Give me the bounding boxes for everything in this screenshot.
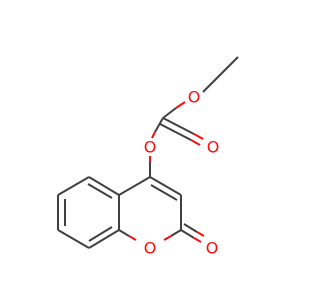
bond-carbonate-double-b — [159, 123, 192, 141]
bond-o-ether-c-carbonate — [175, 101, 186, 109]
molecule-diagram: O O O O O — [57, 56, 239, 258]
bond-c4-c3-inner — [150, 184, 178, 201]
bond-carbonate-double-a-o — [193, 133, 204, 140]
bond-c2-carbonyl-a — [180, 229, 195, 239]
bond-c2-carbonyl-b-o — [196, 231, 205, 237]
bond-benzene-inner-3 — [88, 226, 113, 242]
bond-c2-o-ether — [202, 81, 214, 93]
bond-c2-o1 — [170, 229, 182, 237]
bond-carbonate-double-b-o — [190, 139, 201, 146]
atom-o-lactone-carbonyl: O — [206, 239, 219, 258]
bond-o1-c8a — [118, 229, 130, 237]
atom-o-enol: O — [144, 138, 157, 157]
bond-c4-c3 — [149, 176, 182, 196]
bond-o1-c8a-o — [128, 235, 137, 241]
bond-c8-c8a — [88, 229, 120, 249]
bond-c2-o1-o — [163, 235, 172, 241]
atom-o-ring: O — [144, 239, 157, 258]
bond-c7-c8 — [57, 229, 90, 249]
bond-c2-carbonyl-b — [183, 223, 198, 233]
bond-c5-c6 — [57, 176, 90, 196]
bond-benzene-inner-1 — [87, 183, 113, 199]
bond-c4a-c5 — [88, 176, 120, 196]
bond-carbonate-double-a — [162, 117, 195, 135]
bond-c2-carbonyl-a-o — [193, 237, 202, 243]
bond-c1-c2 — [212, 56, 239, 83]
bond-c-carbonate-o-enol-o — [151, 131, 156, 139]
atom-o-ether-top: O — [188, 88, 201, 107]
atom-o-carbonyl-carbonate: O — [207, 138, 220, 157]
structure-canvas: O O O O O — [57, 56, 239, 258]
bond-o-ether-c-carbonate-dark — [162, 107, 177, 119]
bond-c4-c4a — [118, 176, 151, 196]
bond-c-carbonate-o-enol — [154, 117, 164, 133]
